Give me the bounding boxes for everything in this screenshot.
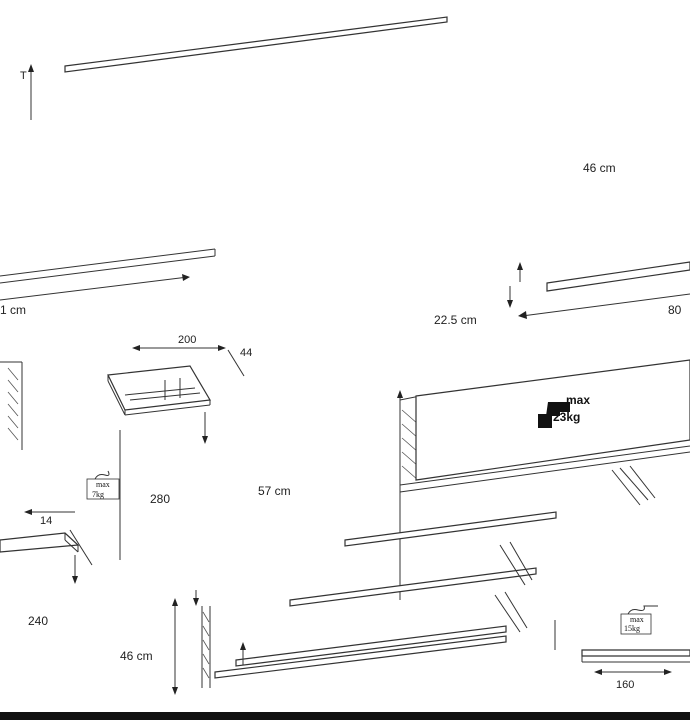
load-badge-7kg-line1: max (96, 480, 110, 489)
small-shelf-depth-label: 44 (240, 347, 252, 359)
top-left-shelf: T 1 cm (0, 16, 448, 317)
center-shelving-unit: 57 cm (214, 359, 690, 679)
load-badge-7kg-line2: 7kg (92, 490, 104, 499)
load-badge-15kg-line2: 15kg (624, 624, 640, 633)
top-right-panel: 46 cm 22.5 cm 80 (434, 161, 690, 327)
load-badge-23kg-line2: 23kg (553, 410, 580, 424)
load-badge-23kg: max 23kg (538, 393, 590, 428)
load-badge-7kg: max 7kg (86, 470, 120, 500)
bottom-right-width-label: 160 (616, 679, 634, 691)
left-mid-shelf: 280 14 240 (0, 430, 170, 628)
left-height-lower-label: 240 (28, 614, 48, 628)
bottom-right-shelf: 160 (554, 620, 690, 691)
top-left-width-label: 1 cm (0, 303, 26, 317)
footer-bar (0, 712, 690, 720)
top-right-width-label: 80 (668, 303, 682, 317)
small-shelf-width-label: 200 (178, 334, 196, 346)
top-right-depth-label: 22.5 cm (434, 313, 477, 327)
left-depth-lower-label: 14 (40, 515, 52, 527)
left-vertical-panel: 46 cm (120, 590, 211, 695)
load-badge-15kg: max 15kg (620, 605, 658, 635)
small-wall-shelf: 200 44 (107, 334, 252, 444)
left-height-upper-label: 280 (150, 492, 170, 506)
top-right-height-label: 46 cm (583, 161, 616, 175)
load-badge-23kg-line1: max (566, 393, 590, 407)
left-hatched-panel (0, 361, 23, 450)
left-bottom-height-label: 46 cm (120, 649, 153, 663)
svg-text:T: T (20, 70, 27, 82)
shelf-brackets (494, 465, 656, 633)
center-height-label: 57 cm (258, 484, 291, 498)
load-badge-15kg-line1: max (630, 615, 644, 624)
